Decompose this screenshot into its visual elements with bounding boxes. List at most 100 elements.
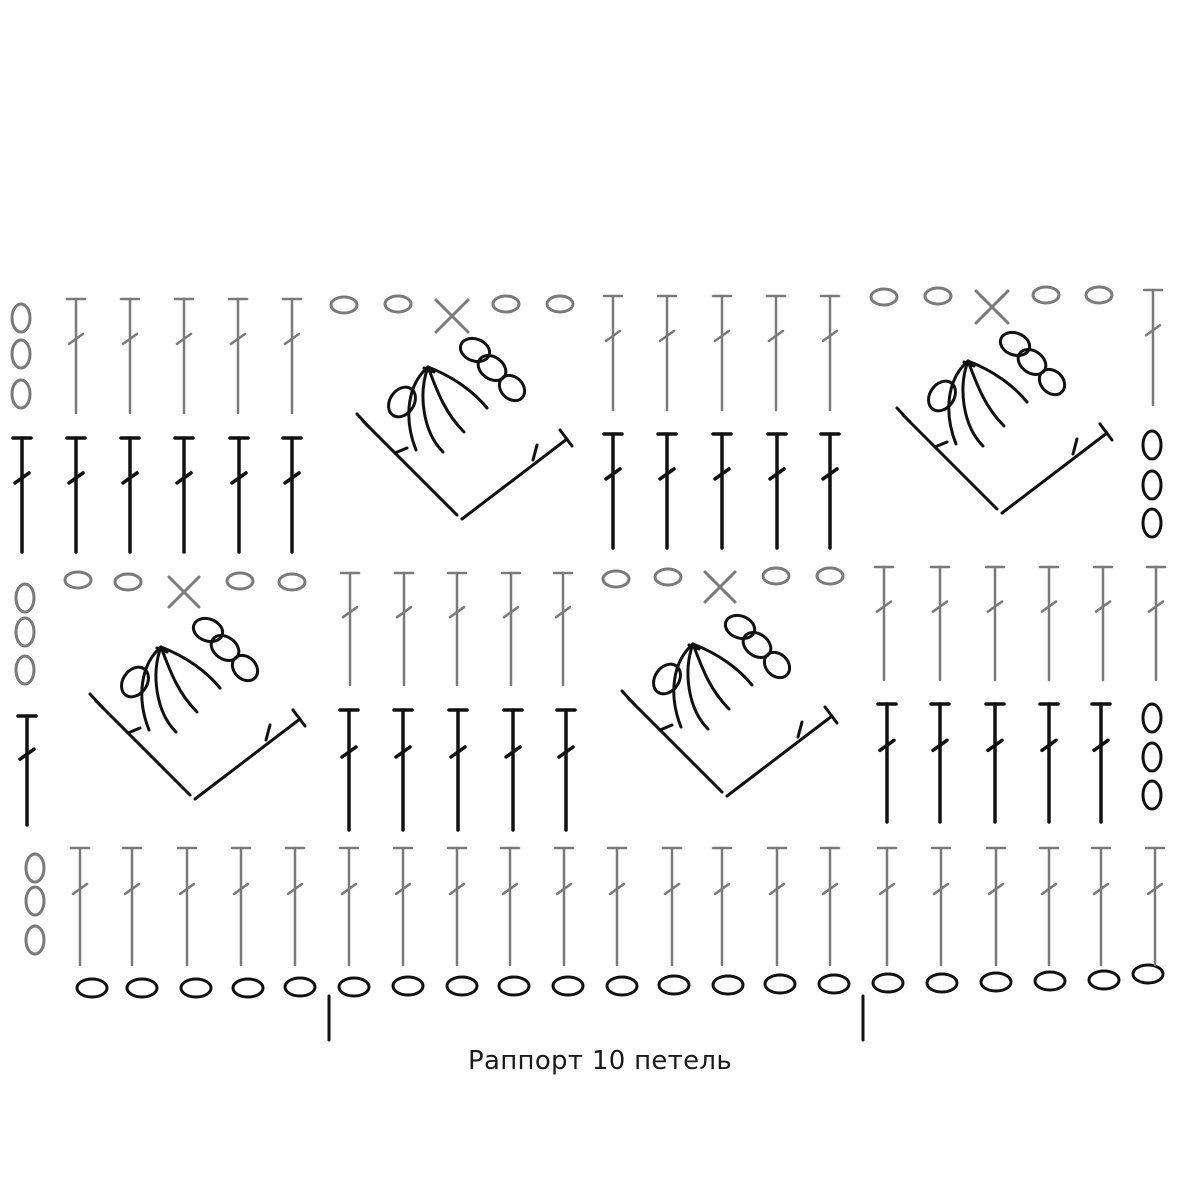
double-crochet-stitch bbox=[1090, 846, 1112, 967]
turning-chain-stitch bbox=[14, 654, 36, 686]
foundation-chain-stitch bbox=[497, 975, 531, 997]
double-crochet-stitch bbox=[711, 432, 733, 550]
double-crochet-stitch bbox=[338, 846, 360, 967]
foundation-chain-stitch bbox=[1131, 963, 1165, 985]
foundation-chain-stitch bbox=[763, 973, 797, 995]
fan-motif-4 bbox=[895, 330, 1114, 515]
foundation-chain-stitch bbox=[391, 975, 425, 997]
double-crochet-stitch bbox=[339, 571, 361, 687]
chain-stitch bbox=[869, 287, 899, 307]
chain-stitch bbox=[329, 295, 359, 315]
double-crochet-stitch bbox=[393, 571, 415, 687]
turning-chain-stitch bbox=[10, 338, 32, 370]
double-crochet-stitch bbox=[661, 846, 683, 967]
double-crochet-stitch bbox=[338, 708, 360, 832]
double-crochet-stitch bbox=[876, 846, 898, 967]
double-crochet-stitch bbox=[819, 432, 841, 550]
double-crochet-stitch bbox=[502, 708, 524, 832]
turning-chain-stitch bbox=[1141, 779, 1163, 811]
turning-chain-stitch bbox=[10, 302, 32, 334]
foundation-chain-stitch bbox=[925, 972, 959, 994]
double-crochet-stitch bbox=[819, 846, 841, 967]
double-crochet-stitch bbox=[281, 436, 303, 554]
double-crochet-stitch bbox=[500, 571, 522, 687]
double-crochet-stitch bbox=[121, 846, 143, 967]
double-crochet-stitch bbox=[1144, 846, 1166, 967]
chain-stitch bbox=[545, 294, 575, 314]
double-crochet-stitch bbox=[284, 846, 306, 967]
double-crochet-stitch bbox=[228, 436, 250, 554]
turning-chain-stitch bbox=[10, 378, 32, 410]
double-crochet-stitch bbox=[119, 297, 141, 415]
foundation-chain-stitch bbox=[1033, 970, 1067, 992]
double-crochet-stitch bbox=[119, 436, 141, 554]
double-crochet-stitch bbox=[555, 708, 577, 832]
double-crochet-stitch bbox=[447, 708, 469, 832]
turning-chain-stitch bbox=[1141, 702, 1163, 734]
double-crochet-stitch bbox=[499, 846, 521, 967]
double-crochet-stitch bbox=[392, 846, 414, 967]
single-crochet-stitch bbox=[434, 298, 470, 334]
double-crochet-stitch bbox=[227, 297, 249, 415]
double-crochet-stitch bbox=[11, 436, 33, 554]
turning-chain-stitch bbox=[1141, 429, 1163, 461]
foundation-chain-stitch bbox=[605, 975, 639, 997]
chain-stitch bbox=[491, 294, 521, 314]
double-crochet-stitch bbox=[173, 436, 195, 554]
chain-stitch bbox=[277, 572, 307, 592]
chain-stitch bbox=[1084, 285, 1114, 305]
turning-chain-stitch bbox=[24, 852, 46, 884]
turning-chain-stitch bbox=[14, 582, 36, 614]
double-crochet-stitch bbox=[819, 294, 841, 412]
turning-chain-stitch bbox=[1141, 507, 1163, 539]
foundation-chain-stitch bbox=[871, 972, 905, 994]
chain-stitch bbox=[653, 567, 683, 587]
foundation-chain-stitch bbox=[657, 974, 691, 996]
fan-motif-2 bbox=[620, 613, 839, 798]
double-crochet-stitch bbox=[765, 294, 787, 412]
double-crochet-stitch bbox=[711, 846, 733, 967]
double-crochet-stitch bbox=[176, 846, 198, 967]
foundation-chain-stitch bbox=[445, 975, 479, 997]
double-crochet-stitch bbox=[1038, 565, 1060, 682]
foundation-chain-stitch bbox=[817, 973, 851, 995]
double-crochet-stitch bbox=[876, 702, 898, 824]
double-crochet-stitch bbox=[873, 565, 895, 682]
double-crochet-stitch bbox=[173, 297, 195, 415]
double-crochet-stitch bbox=[552, 571, 574, 687]
edge-double-crochet bbox=[1142, 288, 1164, 407]
double-crochet-stitch bbox=[65, 297, 87, 415]
double-crochet-stitch bbox=[1038, 702, 1060, 824]
turning-chain-stitch bbox=[1141, 741, 1163, 773]
double-crochet-stitch bbox=[766, 846, 788, 967]
double-crochet-stitch bbox=[602, 294, 624, 412]
double-crochet-stitch bbox=[985, 846, 1007, 967]
chain-stitch bbox=[815, 566, 845, 586]
double-crochet-stitch bbox=[1090, 702, 1112, 824]
double-crochet-stitch bbox=[1038, 846, 1060, 967]
fan-motif-3 bbox=[355, 336, 574, 521]
double-crochet-stitch bbox=[766, 432, 788, 550]
foundation-chain-stitch bbox=[551, 975, 585, 997]
double-crochet-stitch bbox=[984, 702, 1006, 824]
double-crochet-stitch bbox=[656, 432, 678, 550]
double-crochet-stitch bbox=[446, 571, 468, 687]
foundation-chain-stitch bbox=[75, 977, 109, 999]
turning-chain-stitch bbox=[24, 924, 46, 956]
double-crochet-stitch bbox=[711, 294, 733, 412]
foundation-chain-stitch bbox=[711, 974, 745, 996]
foundation-chain-stitch bbox=[979, 971, 1013, 993]
double-crochet-stitch bbox=[446, 846, 468, 967]
double-crochet-stitch bbox=[1145, 565, 1167, 682]
turning-chain-stitch bbox=[14, 616, 36, 648]
foundation-chain-stitch bbox=[1087, 969, 1121, 991]
double-crochet-stitch bbox=[929, 702, 951, 824]
foundation-chain-stitch bbox=[125, 977, 159, 999]
foundation-chain-stitch bbox=[337, 976, 371, 998]
single-crochet-stitch bbox=[974, 289, 1010, 325]
chain-stitch bbox=[923, 286, 953, 306]
single-crochet-stitch bbox=[167, 575, 201, 609]
chain-stitch bbox=[113, 572, 143, 592]
repeat-caption: Раппорт 10 петель bbox=[468, 1046, 732, 1076]
chain-stitch bbox=[601, 569, 631, 589]
